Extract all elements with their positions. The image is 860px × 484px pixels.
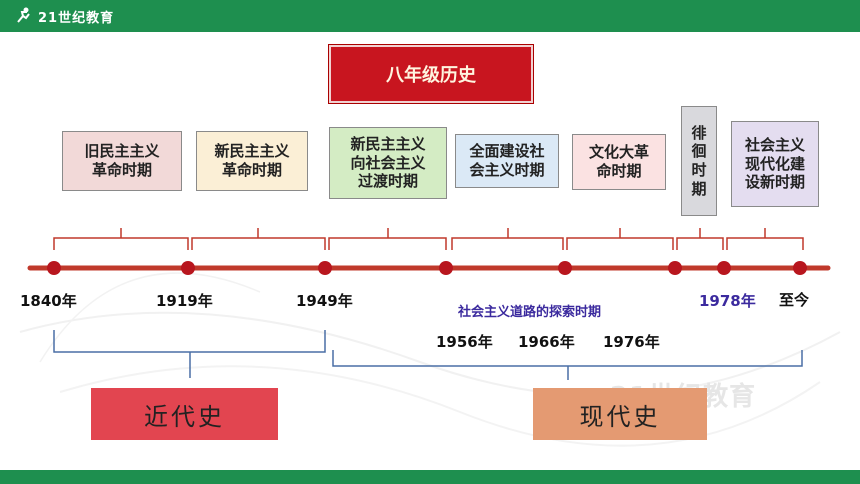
logo: 21世纪教育 — [14, 4, 114, 28]
year-1976: 1976年 — [603, 333, 660, 351]
era-braces — [53, 330, 803, 380]
top-bar: 21世纪教育 — [0, 0, 860, 32]
dot-1966 — [558, 261, 572, 275]
page-title: 八年级历史 — [328, 44, 534, 104]
year-1919: 1919年 — [156, 292, 213, 310]
year-1966: 1966年 — [518, 333, 575, 351]
period-label: 社会主义 现代化建 设新时期 — [744, 135, 805, 192]
period-brackets — [53, 228, 804, 250]
timeline-dots — [47, 261, 807, 275]
year-1978: 1978年 — [699, 292, 756, 310]
year-1840: 1840年 — [20, 292, 77, 310]
period-label: 新民主主义 向社会主义 过渡时期 — [350, 134, 426, 191]
era-modern-history: 近代史 — [91, 388, 278, 440]
period-hesitation: 徘 徊 时 期 — [681, 106, 717, 216]
dot-now — [793, 261, 807, 275]
period-old-democratic: 旧民主主义 革命时期 — [62, 131, 182, 191]
dot-1976 — [668, 261, 682, 275]
logo-text: 21世纪教育 — [38, 10, 115, 26]
period-label: 全面建设社 会主义时期 — [469, 142, 545, 179]
period-new-democratic: 新民主主义 革命时期 — [196, 131, 308, 191]
era-label: 现代史 — [579, 402, 661, 431]
dot-1840 — [47, 261, 61, 275]
dot-1919 — [181, 261, 195, 275]
bottom-bar — [0, 470, 860, 484]
year-1949: 1949年 — [296, 292, 353, 310]
runner-logo-icon — [17, 7, 30, 23]
dot-1949 — [318, 261, 332, 275]
period-modernization: 社会主义 现代化建 设新时期 — [731, 121, 819, 207]
period-label: 新民主主义 革命时期 — [214, 142, 290, 179]
period-transition: 新民主主义 向社会主义 过渡时期 — [329, 127, 447, 199]
dot-1956 — [439, 261, 453, 275]
era-contemporary-history: 现代史 — [533, 388, 707, 440]
period-label: 旧民主主义 革命时期 — [84, 142, 160, 179]
dot-1978 — [717, 261, 731, 275]
exploration-period-label: 社会主义道路的探索时期 — [458, 305, 602, 320]
period-full-construction: 全面建设社 会主义时期 — [455, 134, 559, 188]
year-1956: 1956年 — [436, 333, 493, 351]
period-label: 文化大革 命时期 — [588, 143, 649, 180]
year-now: 至今 — [779, 291, 810, 309]
era-label: 近代史 — [144, 402, 225, 431]
period-cultural-revolution: 文化大革 命时期 — [572, 134, 666, 190]
period-label: 徘 徊 时 期 — [691, 123, 707, 198]
